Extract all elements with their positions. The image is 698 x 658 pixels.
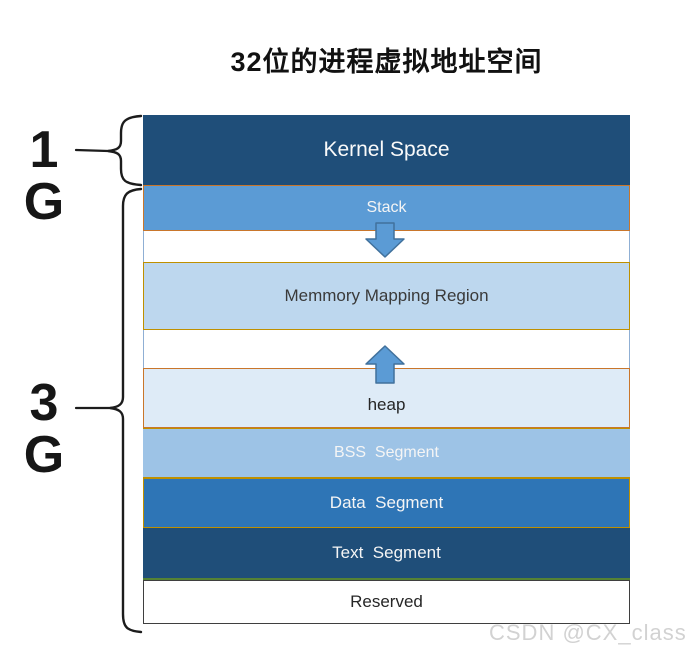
segment-bss-label: BSS Segment — [334, 444, 439, 461]
segment-stack-label: Stack — [366, 199, 407, 216]
segment-data: Data Segment — [143, 478, 630, 528]
size-label-3g: 3 G — [22, 377, 66, 481]
watermark: CSDN @CX_class — [489, 620, 687, 645]
segment-heap: heap — [143, 368, 630, 428]
segment-kernel-space: Kernel Space — [143, 115, 630, 185]
one-g-brace-icon — [107, 114, 143, 187]
segment-kernel-space-label: Kernel Space — [323, 138, 450, 161]
segment-stack: Stack — [143, 185, 630, 231]
size-label-1g-digit: 1 — [29, 121, 59, 179]
one-g-tick — [74, 148, 110, 153]
three-g-brace-icon — [109, 187, 143, 634]
heap-growth-gap — [143, 330, 630, 368]
segment-data-label: Data Segment — [329, 493, 444, 512]
segment-reserved: Reserved — [143, 580, 630, 624]
size-label-1g: 1 G — [22, 124, 66, 228]
segment-memory-mapping-region: Memmory Mapping Region — [143, 262, 630, 330]
segment-memory-mapping-region-label: Memmory Mapping Region — [284, 286, 489, 305]
size-label-1g-unit: G — [23, 173, 65, 231]
diagram-title: 32位的进程虚拟地址空间 — [230, 47, 543, 77]
segment-text: Text Segment — [143, 528, 630, 580]
segment-heap-label: heap — [367, 395, 406, 414]
stack-growth-gap — [143, 231, 630, 262]
size-label-3g-unit: G — [23, 426, 65, 484]
segment-reserved-label: Reserved — [350, 592, 423, 611]
segment-text-label: Text Segment — [332, 543, 441, 562]
segment-bss: BSS Segment — [143, 428, 630, 478]
size-label-3g-digit: 3 — [29, 374, 59, 432]
